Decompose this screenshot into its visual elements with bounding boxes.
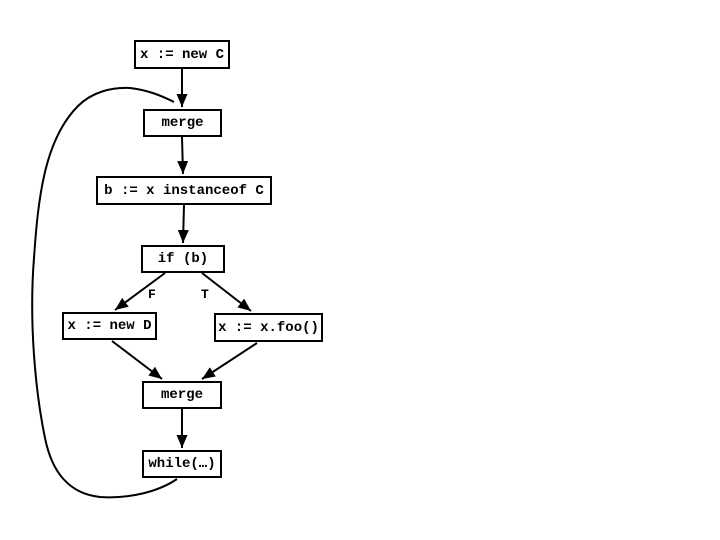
node-label: if (b) xyxy=(157,251,209,267)
node-x-new-c: x := new C xyxy=(134,40,230,69)
edge-if-true-to-foo xyxy=(201,272,252,312)
branch-label-false: F xyxy=(148,287,156,302)
node-x-foo: x := x.foo() xyxy=(214,313,323,342)
node-while: while(…) xyxy=(142,450,222,478)
edge-if-false-to-newd xyxy=(114,272,166,311)
node-merge-top: merge xyxy=(143,109,222,137)
edge-while-loopback-to-merge xyxy=(31,86,178,499)
edge-merge-to-instanceof xyxy=(177,136,189,175)
node-label: while(…) xyxy=(148,456,216,472)
node-label: x := new D xyxy=(67,318,152,334)
node-instanceof: b := x instanceof C xyxy=(96,176,272,205)
branch-label-true: T xyxy=(201,287,209,302)
node-label: x := new C xyxy=(139,46,224,63)
node-label: b := x instanceof C xyxy=(104,182,264,199)
node-if-b: if (b) xyxy=(141,245,225,273)
edge-foo-to-merge2 xyxy=(201,342,258,380)
edge-instanceof-to-if xyxy=(177,204,189,244)
node-label: x := x.foo() xyxy=(218,319,319,336)
node-label: merge xyxy=(160,387,203,403)
node-label: merge xyxy=(161,115,204,131)
edge-newd-to-merge2 xyxy=(111,340,163,380)
node-x-new-d: x := new D xyxy=(62,312,157,340)
node-merge-bottom: merge xyxy=(142,381,222,409)
